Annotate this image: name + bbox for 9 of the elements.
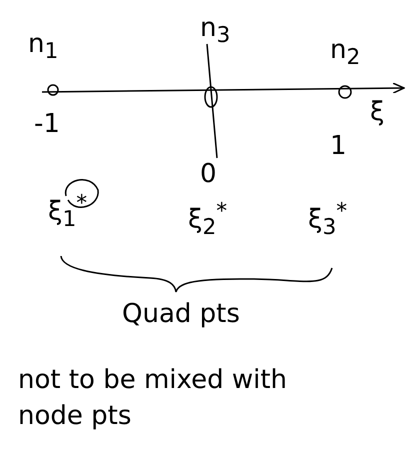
tick-label: -1 xyxy=(34,110,60,139)
tick-label: 0 xyxy=(200,160,217,189)
tick-label: 1 xyxy=(330,132,347,161)
axis-label: ξ xyxy=(370,98,384,127)
node-label: n$_{3}$ xyxy=(200,14,230,48)
note-text: not to be mixed with node pts xyxy=(18,364,288,434)
note-text: Quad pts xyxy=(122,300,240,329)
node-label: n$_{1}$ xyxy=(28,30,58,64)
node-label: n$_{2}$ xyxy=(330,36,360,70)
